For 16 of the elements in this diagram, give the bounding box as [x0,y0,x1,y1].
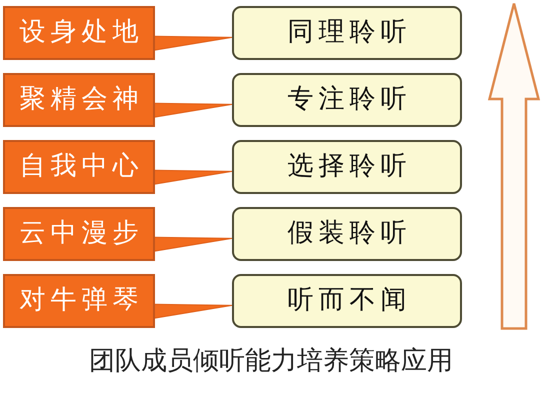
tag-box: 云中漫步 [3,207,155,261]
tag-box: 对牛弹琴 [3,274,155,328]
rounded-box: 同理聆听 [232,6,462,60]
caption: 团队成员倾听能力培养策略应用 [89,346,453,378]
rounded-box: 专注聆听 [232,73,462,127]
rounded-box: 听而不闻 [232,274,462,328]
tag-box: 设身处地 [3,6,155,60]
callout-pointer [154,236,232,252]
callout-pointer [154,304,232,319]
tag-box: 聚精会神 [3,73,155,127]
callout-pointer [154,170,232,185]
rounded-box: 假装聆听 [232,207,462,261]
rounded-box: 选择聆听 [232,140,462,194]
callout-pointer [154,36,232,51]
tag-box: 自我中心 [3,140,155,194]
callout-pointer [154,102,232,118]
